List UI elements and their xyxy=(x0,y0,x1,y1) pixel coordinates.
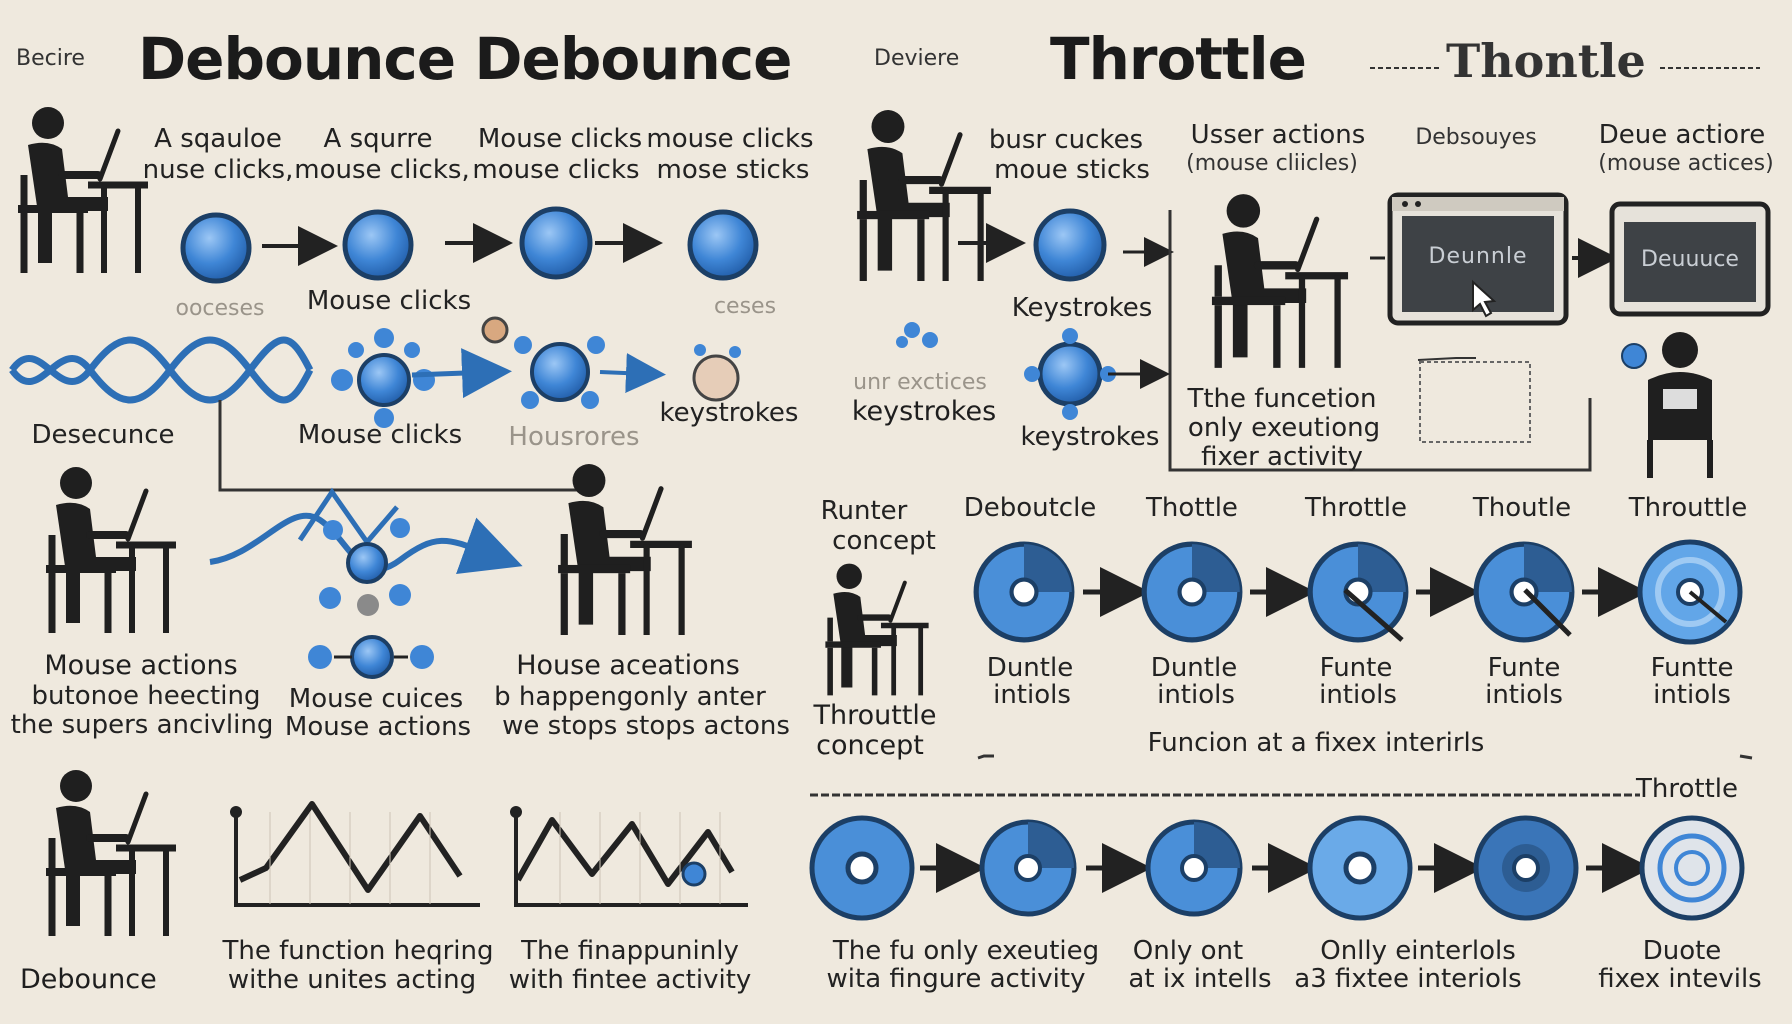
right-title-secondary: Thontle xyxy=(1446,34,1646,88)
throttle-label: Throttle xyxy=(1636,774,1738,804)
dial-title-2: Thottle xyxy=(1146,493,1238,523)
left-caption-1-a: A sqauloe xyxy=(154,124,282,154)
right-keystrokes-1: Keystrokes xyxy=(1011,293,1153,323)
bottom-4b: fixex intevils xyxy=(1598,964,1762,994)
left-row4-c2: with fintee activity xyxy=(508,965,752,995)
left-row4-c1: The finappuninly xyxy=(521,936,739,966)
bottom-1b: wita fingure activity xyxy=(826,964,1086,994)
right-note-2: only exeutiong xyxy=(1187,413,1381,443)
screen-1-label[interactable]: Deunnle xyxy=(1428,244,1528,269)
left-row2-label-4: keystrokes xyxy=(659,398,799,428)
right-title: Throttle xyxy=(1050,25,1307,93)
left-row2-label-3: Housrores xyxy=(508,422,640,452)
screen-2-label[interactable]: Deuuuce xyxy=(1641,247,1739,272)
concept-b1: Throuttle xyxy=(813,700,937,731)
left-row4-b1: The function heqring xyxy=(222,936,494,966)
left-tag: Becire xyxy=(16,46,85,71)
right-top-4a: Deue actiore xyxy=(1598,120,1766,150)
left-caption-3-a: Mouse clicks xyxy=(477,124,643,154)
left-row3-a2: butonoe heecting xyxy=(31,681,261,711)
dial-title-5: Throuttle xyxy=(1628,493,1748,523)
dial-title-1: Deboutcle xyxy=(963,493,1097,523)
left-under-2: Mouse clicks xyxy=(306,286,472,316)
concept-b2: concept xyxy=(816,730,924,761)
left-row3-a1: Mouse actions xyxy=(44,650,238,681)
dial-label-1a: Duntle xyxy=(986,653,1074,683)
left-row2-label-2: Mouse clicks xyxy=(297,420,463,450)
right-note-3: fixer activity xyxy=(1201,442,1363,472)
left-row3-a3: the supers ancivling xyxy=(10,710,274,740)
dial-title-4: Thoutle xyxy=(1472,493,1572,523)
bottom-3a: Onlly einterlols xyxy=(1320,936,1516,966)
right-top-4b: (mouse actices) xyxy=(1598,151,1774,176)
bottom-2a: Only ont xyxy=(1132,936,1244,966)
right-top-2b: (mouse cliicles) xyxy=(1186,151,1358,176)
dial-label-4a: Funte xyxy=(1487,653,1561,683)
right-top-3: Debsouyes xyxy=(1415,125,1537,150)
left-under-1: ooceses xyxy=(175,296,265,321)
bottom-2b: at ix intells xyxy=(1128,964,1272,994)
left-caption-2-a: A squrre xyxy=(323,124,433,154)
right-noise-label: unr exctices xyxy=(853,370,987,395)
left-title: Debounce Debounce xyxy=(138,25,792,93)
left-caption-1-b: nuse clicks, xyxy=(142,155,294,185)
right-keystrokes-2: keystrokes xyxy=(851,396,997,427)
right-top-1a: busr cuckes xyxy=(988,125,1144,155)
dial-label-2b: intiols xyxy=(1157,680,1235,710)
dial-label-1b: intiols xyxy=(993,680,1071,710)
left-row3-c3: we stops stops actons xyxy=(502,711,790,741)
dial-label-5a: Funtte xyxy=(1650,653,1734,683)
left-caption-4-b: mose sticks xyxy=(656,155,810,185)
left-row3-b1: Mouse cuices xyxy=(288,684,464,714)
left-row4-debounce: Debounce xyxy=(20,964,157,995)
bottom-4a: Duote xyxy=(1642,936,1722,966)
left-under-3: ceses xyxy=(713,294,777,319)
dial-label-2a: Duntle xyxy=(1150,653,1238,683)
left-row3-c1: House aceations xyxy=(516,650,740,681)
right-top-2a: Usser actions xyxy=(1190,120,1366,150)
dial-label-4b: intiols xyxy=(1485,680,1563,710)
bottom-1a: The fu only exeutieg xyxy=(832,936,1100,966)
left-row4-b2: withe unites acting xyxy=(227,965,477,995)
left-row2-label-1: Desecunce xyxy=(31,420,175,450)
dial-label-3b: intiols xyxy=(1319,680,1397,710)
left-row3-b2: Mouse actions xyxy=(284,712,472,742)
bottom-3b: a3 fixtee interiols xyxy=(1294,964,1522,994)
dial-title-3: Throttle xyxy=(1305,493,1407,523)
concept-a2: concept xyxy=(832,526,936,556)
dial-label-5b: intiols xyxy=(1653,680,1731,710)
left-row3-c2: b happengonly anter xyxy=(494,682,766,712)
left-caption-2-b: mouse clicks, xyxy=(294,155,470,185)
fixed-interval-caption: Funcion at a fixex interirls xyxy=(1147,728,1485,758)
left-caption-4-a: mouse clicks xyxy=(646,124,814,154)
left-caption-3-b: mouse clicks xyxy=(472,155,640,185)
right-note-1: Tthe funcetion xyxy=(1187,384,1377,414)
right-top-1b: moue sticks xyxy=(994,155,1150,185)
concept-a1: Runter xyxy=(820,496,908,526)
right-keystrokes-3: keystrokes xyxy=(1020,422,1160,452)
right-tag: Deviere xyxy=(874,46,960,71)
dial-label-3a: Funte xyxy=(1319,653,1393,683)
